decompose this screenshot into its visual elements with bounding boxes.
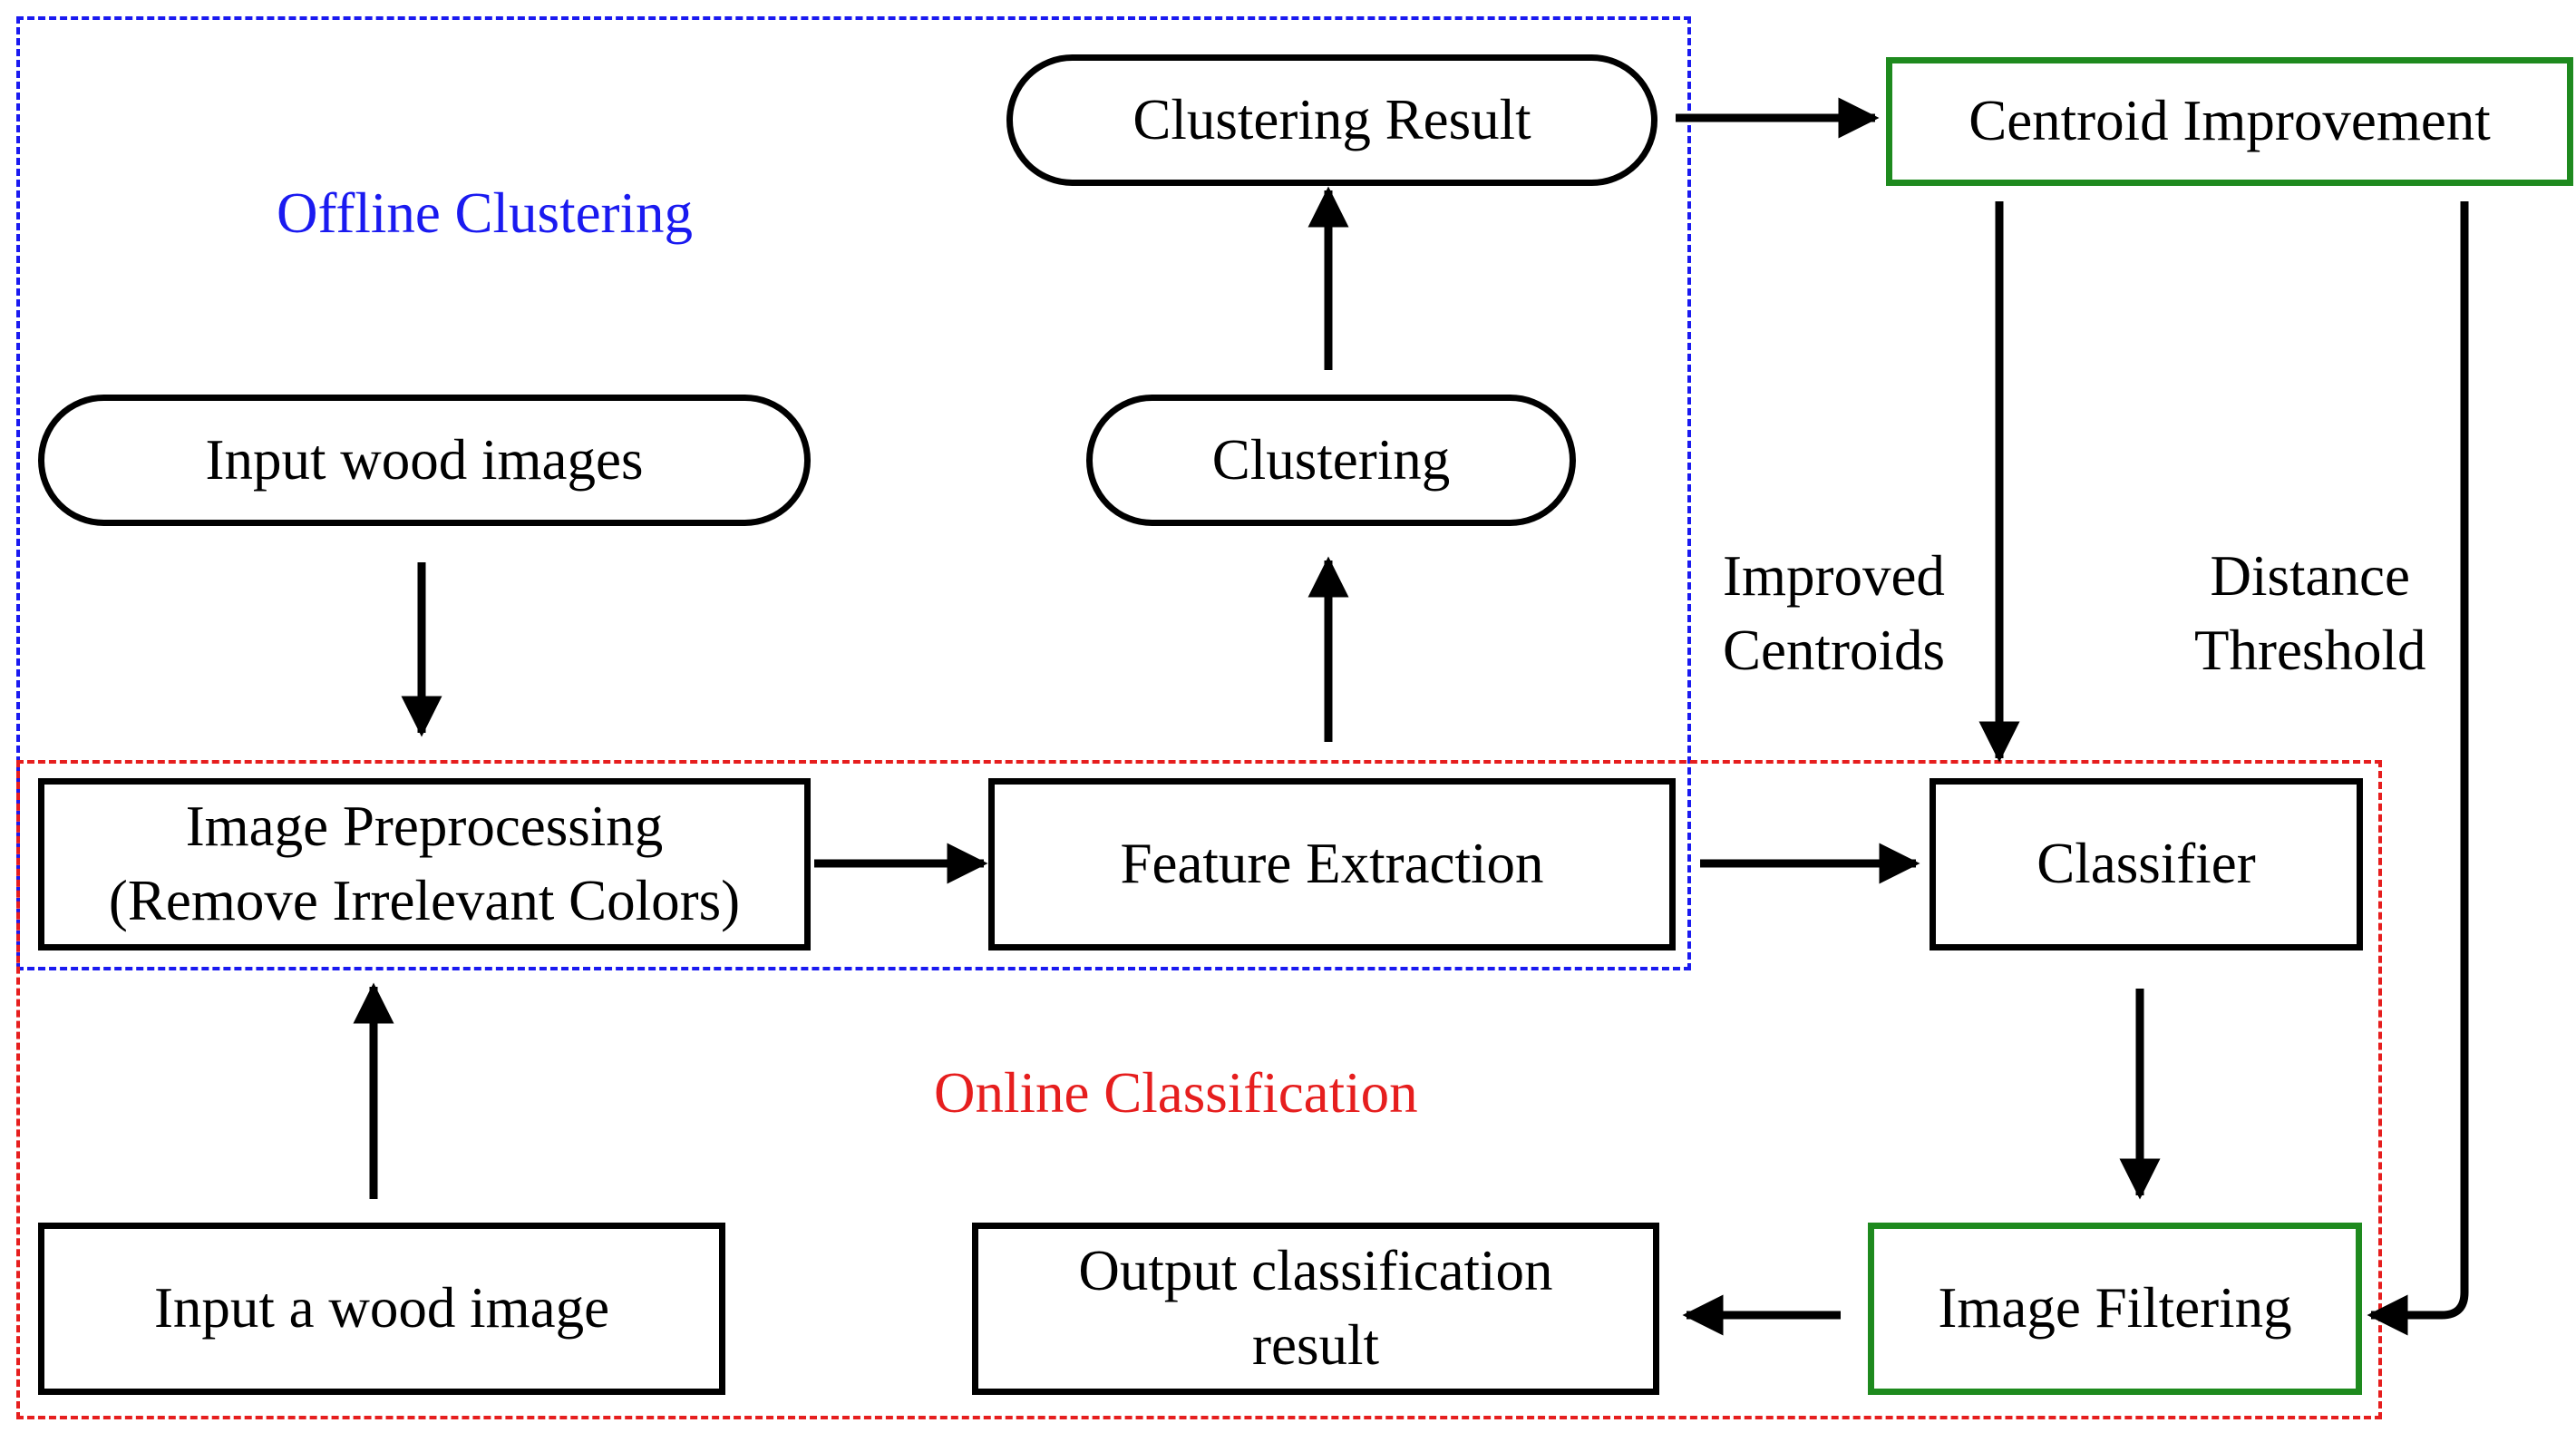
- improved-centroids-label: Improved Centroids: [1723, 544, 1945, 682]
- clustering-node: Clustering: [1086, 395, 1576, 526]
- distance-threshold-label: Distance Threshold: [2194, 544, 2426, 682]
- online-classification-region: [16, 760, 2382, 1419]
- arrow-centroid-improvement-to-image-filtering: [2367, 201, 2469, 1336]
- classifier-node: Classifier: [1930, 778, 2363, 950]
- input-wood-images-node: Input wood images: [38, 395, 811, 526]
- image-filtering-node: Image Filtering: [1868, 1223, 2362, 1395]
- centroid-improvement-node: Centroid Improvement: [1886, 57, 2573, 186]
- image-preprocessing-node: Image Preprocessing (Remove Irrelevant C…: [38, 778, 811, 950]
- input-a-wood-image-node: Input a wood image: [38, 1223, 725, 1395]
- feature-extraction-node: Feature Extraction: [988, 778, 1676, 950]
- offline-clustering-label: Offline Clustering: [277, 181, 694, 245]
- output-classification-result-node: Output classification result: [972, 1223, 1659, 1395]
- clustering-result-node: Clustering Result: [1006, 54, 1657, 186]
- offline-clustering-region: [16, 16, 1691, 970]
- online-classification-label: Online Classification: [934, 1061, 1418, 1125]
